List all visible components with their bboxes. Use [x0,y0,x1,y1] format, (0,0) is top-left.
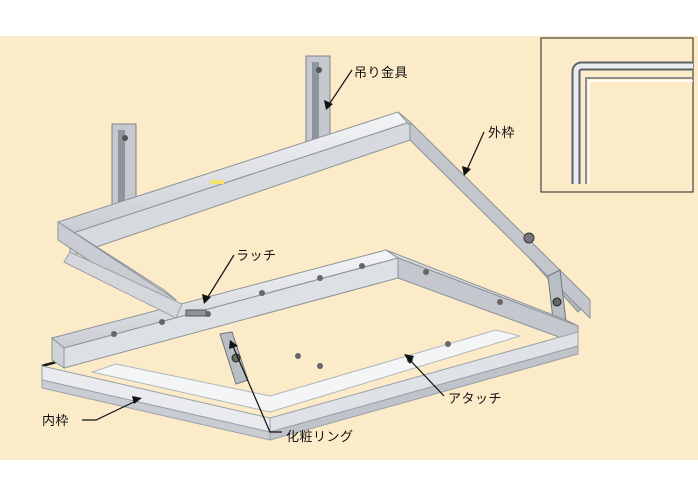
label-hanger: 吊り金具 [354,66,409,81]
outer-frame [57,111,591,320]
leader-latch [205,254,235,301]
leader-hanger [327,69,353,107]
hinge-arm-left [219,331,249,385]
arrow-hanger [324,100,333,110]
leader-inner [82,399,139,421]
leader-outer [465,131,485,173]
label-inner-frame: 内枠 [42,414,70,429]
label-outer-frame: 外枠 [488,126,516,141]
leader-lines [82,69,485,433]
arrow-latch [202,294,211,304]
inner-frame [41,249,579,369]
arrow-attach [404,354,414,364]
arrow-inner [132,396,142,404]
label-attach: アタッチ [448,392,503,407]
label-decorative-ring: 化粧リング [286,430,354,445]
arrow-outer [462,166,471,176]
leader-attach [407,357,445,397]
frame-corner-detail-inset [540,37,694,193]
label-latch: ラッチ [236,249,277,264]
arrow-ring [229,340,238,349]
decorative-ring [41,251,579,441]
leader-ring [231,343,282,433]
